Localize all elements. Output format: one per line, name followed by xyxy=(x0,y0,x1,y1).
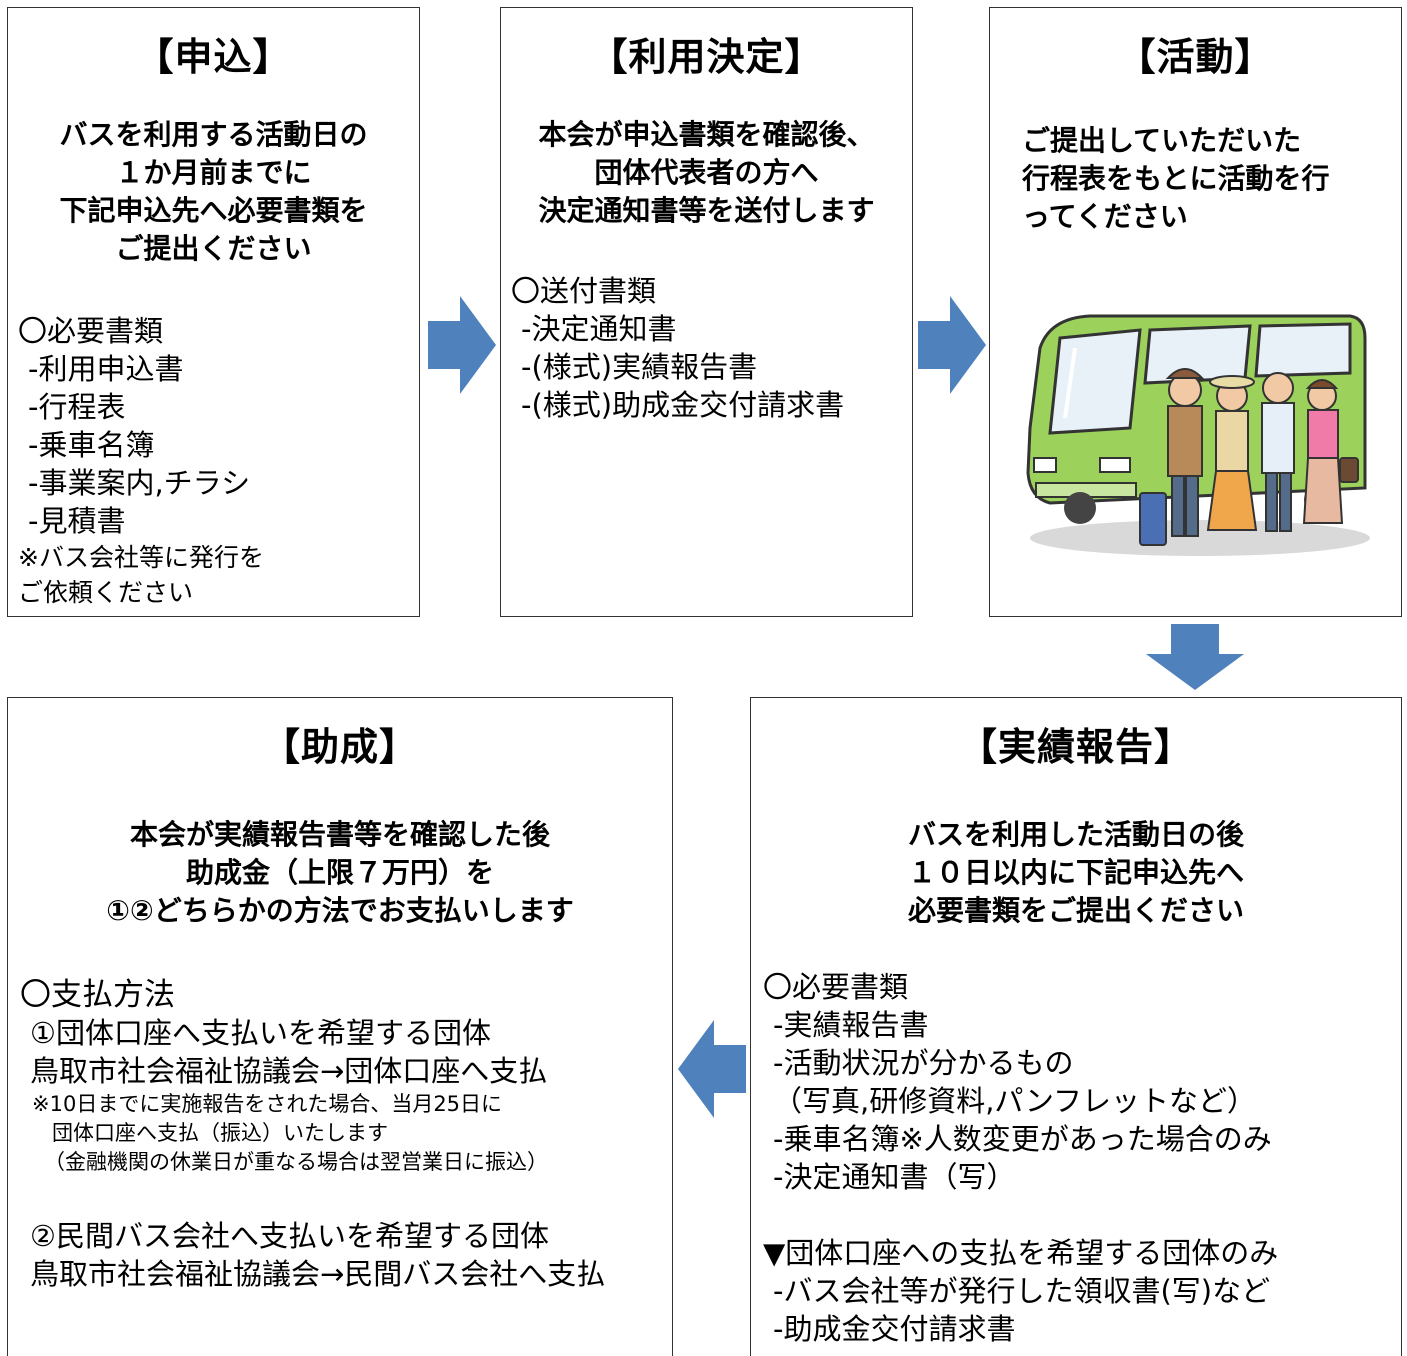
list-header: ▼団体口座への支払を希望する団体のみ xyxy=(763,1236,1279,1270)
lead-line: バスを利用した活動日の後 xyxy=(907,818,1244,851)
option-line: 鳥取市社会福祉協議会→団体口座へ支払 xyxy=(30,1054,548,1088)
bus-with-travelers-illustration xyxy=(1026,314,1370,556)
step-activity-box: 【活動】 ご提出していただいた 行程表をもとに活動を行 ってください xyxy=(989,7,1402,617)
lead-line: ってください xyxy=(1022,200,1188,233)
list-item: -決定通知書 xyxy=(521,312,677,346)
lead-line: 下記申込先へ必要書類を xyxy=(59,194,368,227)
step-apply-box: 【申込】 バスを利用する活動日の １か月前までに 下記申込先へ必要書類を ご提出… xyxy=(7,7,420,617)
lead-line: バスを利用する活動日の xyxy=(59,118,368,151)
lead-line: 決定通知書等を送付します xyxy=(538,194,875,227)
list-header: 〇送付書類 xyxy=(511,274,657,308)
arrow-down-icon xyxy=(1146,624,1244,690)
arrow-right-icon xyxy=(428,296,496,394)
note-line: ※10日までに実施報告をされた場合、当月25日に xyxy=(32,1092,503,1116)
lead-line: 助成金（上限７万円）を xyxy=(185,856,494,889)
lead-line: 本会が実績報告書等を確認した後 xyxy=(129,818,550,851)
sent-documents-list: 〇送付書類 -決定通知書 -(様式)実績報告書 -(様式)助成金交付請求書 xyxy=(511,272,844,424)
step-report-box: 【実績報告】 バスを利用した活動日の後 １０日以内に下記申込先へ 必要書類をご提… xyxy=(750,697,1402,1356)
report-documents-list: 〇必要書類 -実績報告書 -活動状況が分かるもの （写真,研修資料,パンフレット… xyxy=(763,968,1278,1348)
step-apply-lead: バスを利用する活動日の １か月前までに 下記申込先へ必要書類を ご提出ください xyxy=(8,116,419,268)
payment-methods-list: 〇支払方法 ①団体口座へ支払いを希望する団体 鳥取市社会福祉協議会→団体口座へ支… xyxy=(20,976,605,1293)
arrow-left-icon xyxy=(678,1020,746,1118)
arrow-right-icon xyxy=(918,296,986,394)
list-item: -乗車名簿 xyxy=(28,428,155,462)
lead-line: １か月前までに xyxy=(115,156,312,189)
list-item: -見積書 xyxy=(28,504,126,538)
note-line: ※バス会社等に発行を xyxy=(18,543,264,572)
list-item: -活動状況が分かるもの xyxy=(773,1046,1074,1080)
list-item: -助成金交付請求書 xyxy=(773,1312,1016,1346)
lead-line: ご提出ください xyxy=(115,232,312,265)
step-subsidy-lead: 本会が実績報告書等を確認した後 助成金（上限７万円）を ①②どちらかの方法でお支… xyxy=(8,816,672,930)
list-item: -実績報告書 xyxy=(773,1008,929,1042)
list-item: -決定通知書（写） xyxy=(773,1160,1016,1194)
list-item: -乗車名簿※人数変更があった場合のみ xyxy=(773,1122,1272,1156)
step-activity-title: 【活動】 xyxy=(1117,35,1274,79)
option-line: ②民間バス会社へ支払いを希望する団体 xyxy=(30,1219,549,1253)
note-line: （金融機関の休業日が重なる場合は翌営業日に振込） xyxy=(44,1150,548,1174)
option-line: ①団体口座へ支払いを希望する団体 xyxy=(30,1016,491,1050)
list-item: （写真,研修資料,パンフレットなど） xyxy=(773,1084,1257,1118)
list-header: 〇必要書類 xyxy=(763,970,909,1004)
list-item: -行程表 xyxy=(28,390,126,424)
lead-line: ご提出していただいた xyxy=(1022,124,1302,157)
option-line: 鳥取市社会福祉協議会→民間バス会社へ支払 xyxy=(30,1257,606,1291)
lead-line: 本会が申込書類を確認後、 xyxy=(538,118,875,151)
list-header: 〇支払方法 xyxy=(20,977,175,1013)
note-line: 団体口座へ支払（振込）いたします xyxy=(52,1121,388,1145)
lead-line: ①②どちらかの方法でお支払いします xyxy=(106,894,574,927)
list-item: -バス会社等が発行した領収書(写)など xyxy=(773,1274,1271,1308)
step-subsidy-title: 【助成】 xyxy=(261,725,418,769)
lead-line: 必要書類をご提出ください xyxy=(907,894,1244,927)
list-header: 〇必要書類 xyxy=(18,314,164,348)
step-subsidy-box: 【助成】 本会が実績報告書等を確認した後 助成金（上限７万円）を ①②どちらかの… xyxy=(7,697,673,1356)
spacer xyxy=(763,1196,1278,1234)
step-decision-box: 【利用決定】 本会が申込書類を確認後、 団体代表者の方へ 決定通知書等を送付しま… xyxy=(500,7,913,617)
list-item: -(様式)実績報告書 xyxy=(521,350,758,384)
list-item: -(様式)助成金交付請求書 xyxy=(521,388,845,422)
step-decision-title: 【利用決定】 xyxy=(589,35,824,79)
step-decision-lead: 本会が申込書類を確認後、 団体代表者の方へ 決定通知書等を送付します xyxy=(501,116,912,230)
list-item: -事業案内,チラシ xyxy=(28,466,251,500)
step-report-title: 【実績報告】 xyxy=(958,725,1193,769)
step-activity-lead: ご提出していただいた 行程表をもとに活動を行 ってください xyxy=(1022,122,1401,236)
spacer xyxy=(20,1177,605,1217)
step-report-lead: バスを利用した活動日の後 １０日以内に下記申込先へ 必要書類をご提出ください xyxy=(751,816,1401,930)
lead-line: 行程表をもとに活動を行 xyxy=(1022,162,1330,195)
note-line: ご依頼ください xyxy=(18,578,194,607)
lead-line: １０日以内に下記申込先へ xyxy=(907,856,1244,889)
list-item: -利用申込書 xyxy=(28,352,184,386)
required-documents-list: 〇必要書類 -利用申込書 -行程表 -乗車名簿 -事業案内,チラシ -見積書 ※… xyxy=(18,312,264,610)
step-apply-title: 【申込】 xyxy=(135,35,292,79)
lead-line: 団体代表者の方へ xyxy=(594,156,819,189)
